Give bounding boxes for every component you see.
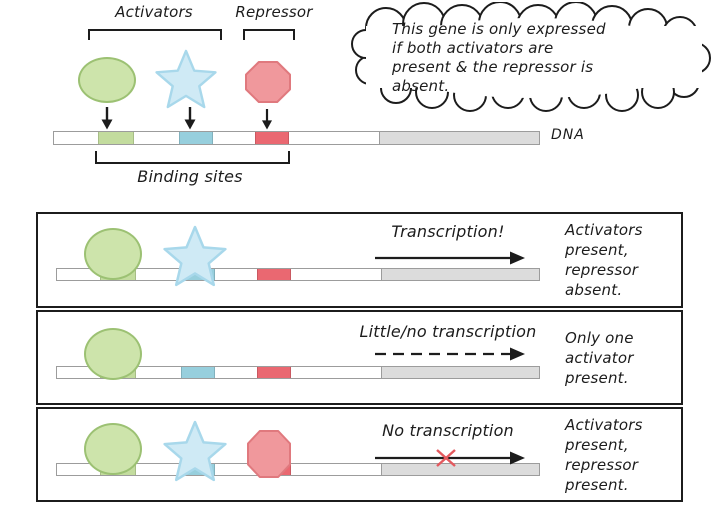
result-line: repressor (565, 261, 639, 279)
result-line: repressor (565, 456, 639, 474)
transcription-label: No transcription (382, 421, 514, 440)
panel-both-activators: Transcription! Activators present, repre… (36, 212, 683, 308)
repressor-octagon-shape (247, 430, 291, 478)
dna-label: DNA (551, 127, 585, 143)
cloud-line: present & the repressor is (392, 58, 594, 76)
dashed-transcription-arrow-icon (375, 347, 525, 361)
result-line: absent. (565, 281, 623, 299)
result-line: activator (565, 349, 634, 367)
binding-sites-bracket (95, 151, 290, 164)
panel-result-text: Activators present, repressor present. (565, 415, 643, 495)
repressor-octagon-shape (245, 61, 291, 103)
gene-region (381, 367, 539, 378)
gene-region (381, 269, 539, 280)
result-line: present. (565, 476, 629, 494)
result-line: Activators (565, 221, 643, 239)
gene-region (379, 132, 539, 144)
cloud-line: This gene is only expressed (392, 20, 606, 38)
result-line: present, (565, 436, 629, 454)
panel-repressor-present: No transcription Activators present, rep… (36, 407, 683, 502)
thought-cloud-icon (351, 2, 711, 112)
binding-sites-label: Binding sites (137, 167, 243, 186)
cloud-line: if both activators are (392, 39, 554, 57)
binding-site-blue (179, 132, 213, 144)
activator-oval-shape (84, 228, 142, 280)
activator-oval-shape (78, 57, 136, 103)
panel-one-activator: Little/no transcription Only one activat… (36, 310, 683, 405)
binding-site-blue (181, 367, 215, 378)
transcription-label: Little/no transcription (359, 322, 537, 341)
down-arrow-icon (261, 109, 273, 130)
transcription-arrow-icon (375, 251, 525, 265)
cloud-text: This gene is only expressed if both acti… (392, 20, 606, 96)
binding-site-red (257, 367, 291, 378)
gene-region (381, 464, 539, 475)
red-x-icon (436, 449, 456, 467)
activator-oval-shape (84, 328, 142, 380)
repressor-label: Repressor (235, 3, 313, 21)
down-arrow-icon (184, 107, 196, 130)
binding-site-red (257, 269, 291, 280)
activators-label: Activators (115, 3, 193, 21)
blocked-transcription-arrow-icon (375, 449, 525, 467)
activator-star-shape (155, 49, 217, 109)
result-line: Only one (565, 329, 634, 347)
result-line: present, (565, 241, 629, 259)
activator-oval-shape (84, 423, 142, 475)
cloud-line: absent. (392, 77, 450, 95)
panel-result-text: Activators present, repressor absent. (565, 220, 643, 300)
result-line: Activators (565, 416, 643, 434)
binding-site-green (98, 132, 134, 144)
panel-result-text: Only one activator present. (565, 328, 634, 388)
binding-site-red (255, 132, 289, 144)
activator-star-shape (163, 420, 227, 482)
activator-star-shape (163, 225, 227, 287)
dna-strand (53, 131, 540, 145)
result-line: present. (565, 369, 629, 387)
transcription-label: Transcription! (391, 222, 505, 241)
activators-bracket (88, 29, 222, 40)
repressor-bracket (243, 29, 295, 40)
down-arrow-icon (101, 107, 113, 130)
